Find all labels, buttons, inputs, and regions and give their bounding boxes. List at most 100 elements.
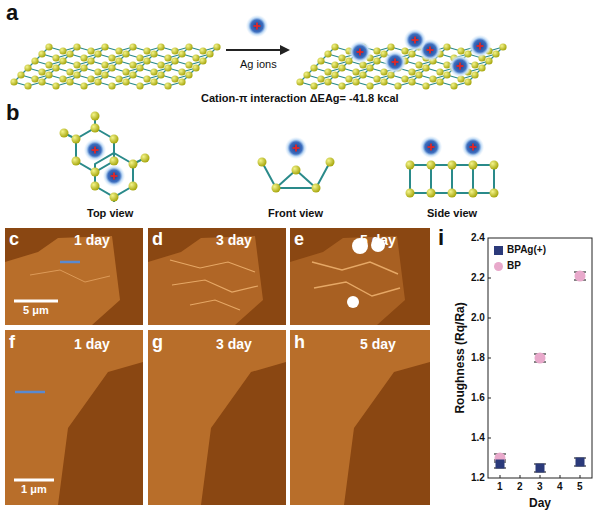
p-atom bbox=[192, 54, 199, 61]
p-atom bbox=[122, 68, 129, 75]
afm-image bbox=[5, 236, 120, 325]
axis-title: Roughness (Rq/Ra) bbox=[454, 302, 468, 413]
p-atom bbox=[436, 78, 443, 85]
axis-title: Day bbox=[529, 497, 551, 511]
p-atom bbox=[499, 43, 506, 50]
p-atom bbox=[485, 57, 492, 64]
p-atom bbox=[59, 57, 66, 64]
bp-ag-points bbox=[496, 460, 505, 469]
p-atom bbox=[303, 71, 310, 78]
p-atom bbox=[310, 82, 317, 89]
p-atom bbox=[115, 57, 122, 64]
p-atom bbox=[490, 161, 499, 170]
ag-ion bbox=[462, 136, 484, 158]
p-atom bbox=[401, 47, 408, 54]
p-atom bbox=[450, 82, 457, 89]
top-view-atoms bbox=[91, 168, 100, 177]
afm-image bbox=[148, 228, 286, 325]
panel-letter: h bbox=[294, 332, 305, 353]
tick-label: 2 bbox=[517, 481, 523, 493]
phosphorene-sheet bbox=[10, 29, 506, 90]
legend-swatch bbox=[494, 262, 503, 271]
p-atom bbox=[331, 61, 338, 68]
p-atom bbox=[492, 50, 499, 57]
p-atom bbox=[136, 64, 143, 71]
p-atom bbox=[422, 82, 429, 89]
front-view-atoms bbox=[326, 158, 335, 167]
afm-image bbox=[290, 330, 430, 505]
p-atom bbox=[178, 68, 185, 75]
p-atom bbox=[115, 47, 122, 54]
p-atom bbox=[317, 75, 324, 82]
p-atom bbox=[80, 54, 87, 61]
p-atom bbox=[373, 75, 380, 82]
panel-letter: f bbox=[9, 332, 15, 353]
p-atom bbox=[471, 61, 478, 68]
p-atom bbox=[108, 82, 115, 89]
p-atom bbox=[478, 64, 485, 71]
p-atom bbox=[185, 71, 192, 78]
afm-image bbox=[148, 330, 286, 505]
p-atom bbox=[373, 57, 380, 64]
tick-label: 1.2 bbox=[471, 472, 485, 484]
p-atom bbox=[38, 68, 45, 75]
p-atom bbox=[150, 68, 157, 75]
p-atom bbox=[10, 78, 17, 85]
p-atom bbox=[17, 71, 24, 78]
view-label: Front view bbox=[268, 207, 323, 220]
front-view-atoms bbox=[258, 158, 267, 167]
p-atom bbox=[429, 75, 436, 82]
p-atom bbox=[469, 189, 478, 198]
panel-letter: c bbox=[9, 229, 19, 250]
afm-image bbox=[148, 228, 286, 325]
chart-axes bbox=[560, 475, 561, 478]
p-atom bbox=[324, 50, 331, 57]
p-atom bbox=[345, 75, 352, 82]
p-atom bbox=[366, 64, 373, 71]
p-atom bbox=[185, 43, 192, 50]
p-atom bbox=[73, 43, 80, 50]
p-atom bbox=[87, 75, 94, 82]
p-atom bbox=[408, 50, 415, 57]
afm-image bbox=[170, 260, 255, 272]
afm-image bbox=[290, 228, 430, 325]
p-atom bbox=[66, 78, 73, 85]
afm-image bbox=[347, 296, 359, 308]
tick-label: 3 bbox=[537, 481, 543, 493]
p-atom bbox=[469, 161, 478, 170]
p-atom bbox=[331, 71, 338, 78]
afm-image bbox=[5, 330, 143, 505]
p-atom bbox=[87, 47, 94, 54]
day-label: 5 day bbox=[360, 232, 396, 248]
error-bar bbox=[494, 272, 586, 472]
p-atom bbox=[150, 50, 157, 57]
p-atom bbox=[157, 61, 164, 68]
day-label: 1 day bbox=[74, 336, 110, 352]
p-atom bbox=[408, 78, 415, 85]
reaction-arrow bbox=[280, 45, 290, 55]
p-atom bbox=[406, 189, 415, 198]
day-label: 3 day bbox=[216, 232, 252, 248]
p-atom bbox=[380, 78, 387, 85]
bp-ag-points bbox=[576, 458, 585, 467]
ag-ion bbox=[285, 137, 307, 159]
legend-text: BP bbox=[507, 260, 521, 272]
p-atom bbox=[206, 50, 213, 57]
legend-swatch bbox=[494, 246, 503, 255]
p-atom bbox=[436, 68, 443, 75]
legend-text: BPAg(+) bbox=[507, 244, 546, 256]
bp-ag-points bbox=[496, 458, 585, 473]
p-atom bbox=[448, 161, 457, 170]
chart-axes bbox=[500, 475, 501, 478]
ag-ion bbox=[246, 15, 268, 37]
p-atom bbox=[94, 50, 101, 57]
caption-note: Cation-π interaction ΔEAg= -41.8 kcal bbox=[201, 92, 399, 105]
afm-image bbox=[312, 262, 398, 274]
p-atom bbox=[359, 71, 366, 78]
afm-image bbox=[14, 300, 58, 303]
afm-image bbox=[290, 228, 430, 325]
bp-ag-points bbox=[536, 464, 545, 473]
p-atom bbox=[45, 61, 52, 68]
front-view-structure bbox=[262, 162, 330, 188]
